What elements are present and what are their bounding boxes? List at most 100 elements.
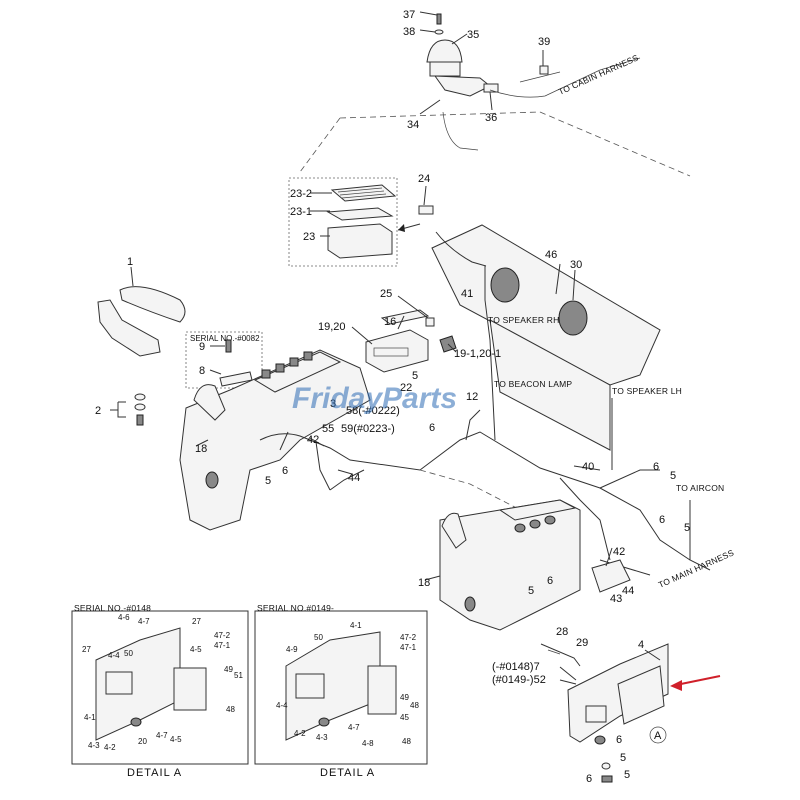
detail-left-label-4-6: 4-6	[118, 613, 130, 622]
detail-left-label-4-7: 4-7	[138, 617, 150, 626]
detail-right-label-47-2: 47-2	[400, 633, 417, 642]
detail-a-left: SERIAL NO.-#0148 DETAIL A 4-6 4-7 27 47-…	[71, 603, 249, 779]
callout-5-aircon: 5	[684, 522, 690, 534]
detail-left-label-50: 50	[124, 649, 133, 658]
callout-36: 36	[485, 112, 497, 124]
callout-25: 25	[380, 288, 392, 300]
fuse-box-assembly: 23-2 23-1 23	[288, 177, 421, 267]
callout-23-1: 23-1	[290, 206, 312, 218]
callout-43: 43	[610, 593, 622, 605]
callout-44-lower: 44	[622, 585, 634, 597]
detail-left-label-27a: 27	[192, 617, 201, 626]
callout-41: 41	[461, 288, 473, 300]
callout-6-bottom: 6	[586, 773, 592, 785]
callout-18-left: 18	[195, 443, 207, 455]
callout-19-1-20-1: 19-1,20-1	[454, 348, 501, 360]
rear-panel: 24 46 30 41 TO SPEAKER RH TO BEACON LAMP…	[418, 173, 682, 470]
callout-7: (-#0148)7	[492, 661, 540, 673]
note-to-main-harness: TO MAIN HARNESS	[657, 547, 736, 589]
detail-right-label-50: 50	[314, 633, 323, 642]
note-to-beacon-lamp: TO BEACON LAMP	[494, 379, 572, 389]
detail-right-label-4-3: 4-3	[316, 733, 328, 742]
detail-right-label-4-9: 4-9	[286, 645, 298, 654]
callout-12: 12	[466, 391, 478, 403]
detail-a-left-title: DETAIL A	[127, 767, 182, 779]
detail-left-label-4-4: 4-4	[108, 651, 120, 660]
callout-59: 59(#0223-)	[341, 423, 395, 435]
callout-24: 24	[418, 173, 430, 185]
callout-5-upper: 5	[412, 370, 418, 382]
callout-18-right: 18	[418, 577, 430, 589]
callout-5-lower: 5	[528, 585, 534, 597]
callout-6-upper: 6	[429, 422, 435, 434]
note-serial-right-detail: SERIAL NO.#0149-	[257, 603, 334, 613]
callout-16: 16	[384, 316, 396, 328]
callout-4: 4	[638, 639, 644, 651]
note-to-speaker-rh: TO SPEAKER RH	[488, 315, 559, 325]
left-joystick-console: 1 2	[95, 256, 186, 426]
detail-left-label-51: 51	[234, 671, 243, 680]
callout-6-lower: 6	[547, 575, 553, 587]
right-console-body: 18 42 5 6 43 44	[418, 499, 634, 631]
detail-right-label-4-7: 4-7	[348, 723, 360, 732]
callout-42-upper: 42	[307, 434, 319, 446]
detail-left-label-47-1: 47-1	[214, 641, 231, 650]
detail-right-label-4-4: 4-4	[276, 701, 288, 710]
callout-42-lower: 42	[613, 546, 625, 558]
detail-left-label-4-5: 4-5	[190, 645, 202, 654]
detail-left-label-4-5b: 4-5	[170, 735, 182, 744]
callout-19-20: 19,20	[318, 321, 346, 333]
callout-46: 46	[545, 249, 557, 261]
callout-23-2: 23-2	[290, 188, 312, 200]
left-console-body: 18	[179, 349, 371, 531]
callout-1: 1	[127, 256, 133, 268]
detail-right-label-45: 45	[400, 713, 409, 722]
callout-30: 30	[570, 259, 582, 271]
detail-right-label-48a: 48	[410, 701, 419, 710]
callout-5-right: 5	[670, 470, 676, 482]
note-serial-left-detail: SERIAL NO.-#0148	[74, 603, 151, 613]
callout-28: 28	[556, 626, 568, 638]
detail-right-label-47-1: 47-1	[400, 643, 417, 652]
detail-left-label-48: 48	[226, 705, 235, 714]
controller-bracket-assembly: 28 29 (-#0148)7 (#0149-)52 4 A 5 6 5 6	[492, 626, 721, 785]
note-serial-top-box: SERIAL NO.-#0082	[190, 334, 260, 343]
radio-assembly: 19,20 16 25 19-1,20-1 22 5 12 55 59(#022…	[318, 288, 501, 435]
detail-right-label-49: 49	[400, 693, 409, 702]
callout-6-left: 6	[282, 465, 288, 477]
beacon-lamp-assembly: 37 38 35 39 34 36 TO CABIN HARNESS	[299, 9, 691, 177]
callout-58: 58(-#0222)	[346, 405, 400, 417]
detail-left-label-27b: 27	[82, 645, 91, 654]
detail-left-label-49: 49	[224, 665, 233, 674]
callout-22: 22	[400, 382, 412, 394]
callout-52: (#0149-)52	[492, 674, 546, 686]
callout-37: 37	[403, 9, 415, 21]
callout-23: 23	[303, 231, 315, 243]
callout-6-bracket: 6	[616, 734, 622, 746]
callout-44-upper: 44	[348, 472, 360, 484]
note-to-aircon: TO AIRCON	[676, 483, 724, 493]
detail-left-label-4-3: 4-3	[88, 741, 100, 750]
detail-a-right: SERIAL NO.#0149- DETAIL A 4-1 50 4-9 47-…	[254, 603, 428, 779]
detail-right-label-4-8: 4-8	[362, 739, 374, 748]
callout-40: 40	[582, 461, 594, 473]
detail-left-label-4-1: 4-1	[84, 713, 96, 722]
detail-left-label-47-2: 47-2	[214, 631, 231, 640]
callout-34: 34	[407, 119, 419, 131]
callout-2: 2	[95, 405, 101, 417]
switch-panel-inset: SERIAL NO.-#0082 9 8	[185, 331, 263, 389]
callout-38: 38	[403, 26, 415, 38]
callout-5-bottom: 5	[624, 769, 630, 781]
callout-35: 35	[467, 29, 479, 41]
watermark-logo: FridayParts	[292, 382, 457, 415]
detail-left-label-4-7b: 4-7	[156, 731, 168, 740]
note-to-cabin-harness: TO CABIN HARNESS	[557, 52, 640, 96]
note-to-speaker-lh: TO SPEAKER LH	[612, 386, 682, 396]
callout-5-left: 5	[265, 475, 271, 487]
callout-6-aircon: 6	[659, 514, 665, 526]
detail-left-label-4-2: 4-2	[104, 743, 116, 752]
callout-9: 9	[199, 341, 205, 353]
detail-right-label-4-2: 4-2	[294, 729, 306, 738]
detail-a-right-title: DETAIL A	[320, 767, 375, 779]
